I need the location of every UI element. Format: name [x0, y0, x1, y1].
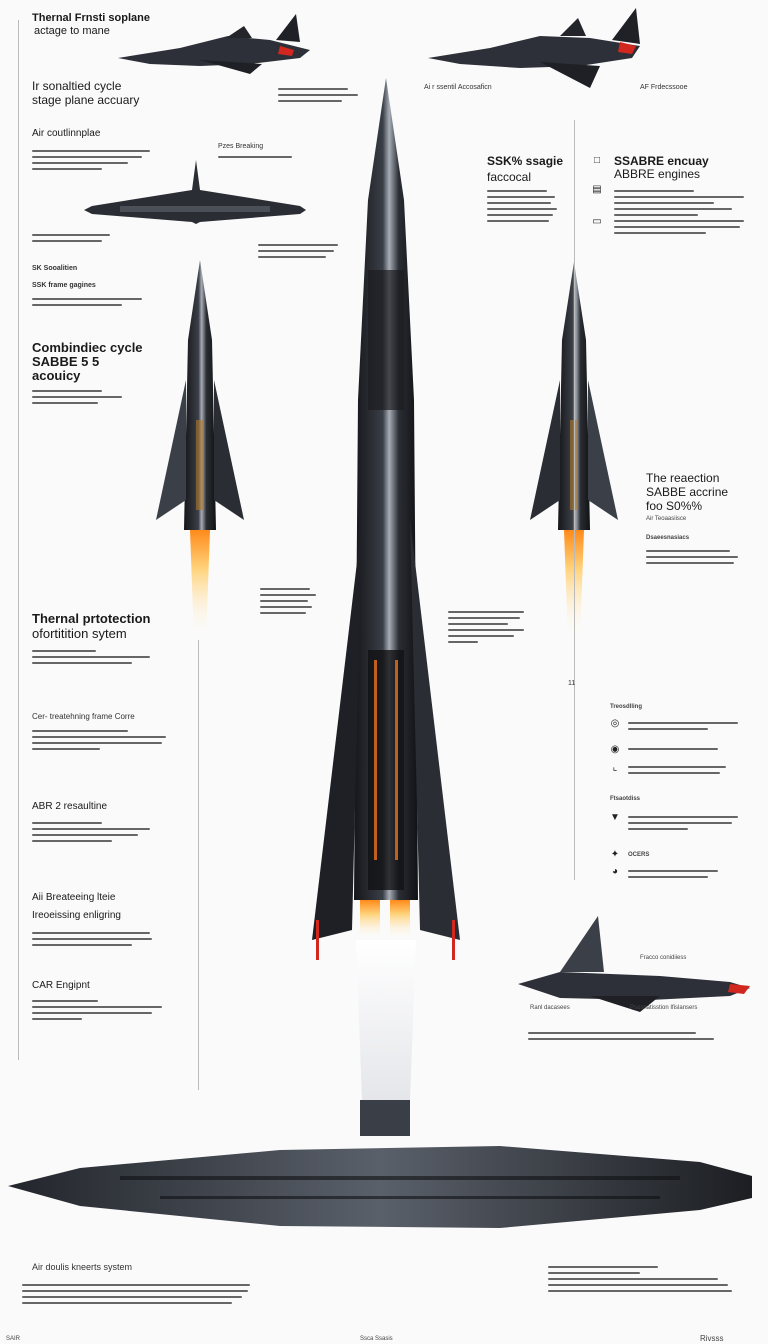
sabre-text	[487, 186, 567, 226]
gauge-icon: ◉	[610, 744, 620, 755]
footer-left: SAIR	[6, 1336, 21, 1342]
reaction-sub2: Dsaeesnasiacs	[646, 535, 690, 541]
guide-line-left-edge	[18, 20, 19, 1060]
air-combustion-text	[32, 146, 152, 174]
combined-text	[32, 386, 132, 408]
plane-label-right: Psosnatisstion Ifislansers	[630, 1005, 698, 1011]
breathing-text	[32, 928, 162, 950]
sabre-engines-text	[614, 186, 754, 238]
side-view-plane	[518, 916, 750, 1012]
plane-caption-text	[528, 1028, 718, 1044]
breathing-title-1: Aii Breateeing lteie	[32, 892, 116, 903]
sabre-engines-title-2: ABBRE engines	[614, 167, 701, 181]
top-right-jet	[428, 8, 640, 88]
cycle-title-2: stage plane accuary	[32, 93, 140, 107]
leaf-icon: ◕	[611, 866, 619, 877]
combined-title-1: Combindiec cycle	[32, 340, 143, 355]
top-center-label: Ai r ssentil Accosaficn	[424, 84, 492, 91]
thermometer-icon: ⌞	[612, 762, 618, 773]
top-left-jet	[118, 14, 310, 74]
air-combustion-label: Air coutlinnplae	[32, 128, 101, 139]
bottom-title: Air doulis kneerts system	[32, 1262, 133, 1272]
ocers-label: OCERS	[628, 852, 650, 858]
thermal-text	[32, 646, 162, 668]
center-note-number: 11	[568, 680, 576, 687]
right-section-2: Ftsaotdiss	[610, 796, 641, 802]
cycle-title-1: Ir sonaltied cycle	[32, 79, 122, 93]
pin-icon: ▼	[610, 812, 620, 823]
car-engine-text	[32, 996, 172, 1024]
center-upper-note	[258, 240, 348, 262]
plane-label-top: Fracco conidiiess	[640, 955, 687, 961]
top-left-title-2: actage to mane	[34, 25, 110, 37]
right-section-2-item-1	[628, 812, 748, 834]
thermal-title-2: ofortitition sytem	[32, 626, 127, 641]
top-right-label: AF Frdecssooe	[640, 84, 688, 91]
bottom-long-plane	[8, 1146, 752, 1228]
combined-title-2: SABBE 5 5	[32, 354, 100, 369]
bottom-left-bullets	[22, 1280, 262, 1308]
main-rocket	[312, 78, 460, 1136]
top-note-left-text	[218, 152, 298, 162]
abr-title: ABR 2 resaultine	[32, 801, 108, 812]
reaction-title-3: foo S0%%	[646, 499, 703, 513]
sabre-engines-title-1: SSABRE encuay	[614, 154, 709, 168]
footer-center: Ssca Ssasis	[360, 1336, 393, 1342]
right-section-1: Treosdlling	[610, 704, 643, 710]
left-rocket	[156, 260, 244, 640]
sk-sub: SSK frame gagines	[32, 282, 96, 289]
top-view-plane	[84, 160, 306, 224]
reaction-title-1: The reaection	[646, 471, 720, 485]
top-left-title-1: Thernal Frnsti soplane	[32, 12, 150, 24]
reaction-title-2: SABBE accrine	[646, 485, 729, 499]
sabre-title-2: faccocal	[487, 170, 532, 184]
page-icon: ▭	[592, 216, 602, 227]
target-icon: ◎	[610, 718, 620, 729]
sabre-title-1: SSK% ssagie	[487, 154, 564, 168]
core-text	[32, 726, 172, 754]
slash-box-icon: ▤	[592, 184, 602, 195]
left-rocket-note	[260, 584, 330, 618]
right-section-1-item-1	[628, 718, 748, 734]
car-engine-title: CAR Engipnt	[32, 980, 90, 991]
document-icon: □	[593, 155, 601, 166]
sk-sub-text	[32, 294, 152, 310]
top-center-note	[278, 84, 368, 106]
thermal-title-1: Thernal prtotection	[32, 611, 151, 626]
right-section-1-item-2	[628, 744, 748, 754]
left-mid-notes	[32, 230, 122, 246]
footer-right: Rivsss	[700, 1334, 724, 1343]
bottom-right-bullets	[548, 1262, 748, 1296]
star-icon: ✦	[610, 849, 620, 860]
center-lower-note	[448, 607, 538, 647]
reaction-text	[646, 546, 756, 568]
plane-label-left: Ranl dacasees	[530, 1005, 570, 1011]
breathing-title-2: Ireoeissing enligring	[32, 910, 121, 921]
sk-label: SK Sooalitien	[32, 265, 78, 272]
combined-title-3: acouicy	[32, 368, 81, 383]
top-note-left: Pzes Breaking	[218, 143, 264, 150]
guide-line-left	[198, 640, 199, 1090]
right-section-2-item-2	[628, 866, 748, 882]
core-title: Cer- treatehning frame Corre	[32, 712, 135, 721]
guide-line-right	[574, 120, 575, 880]
abr-text	[32, 818, 162, 846]
right-section-1-item-3	[628, 762, 748, 778]
reaction-sub: Air Teoaasiisce	[646, 516, 687, 522]
